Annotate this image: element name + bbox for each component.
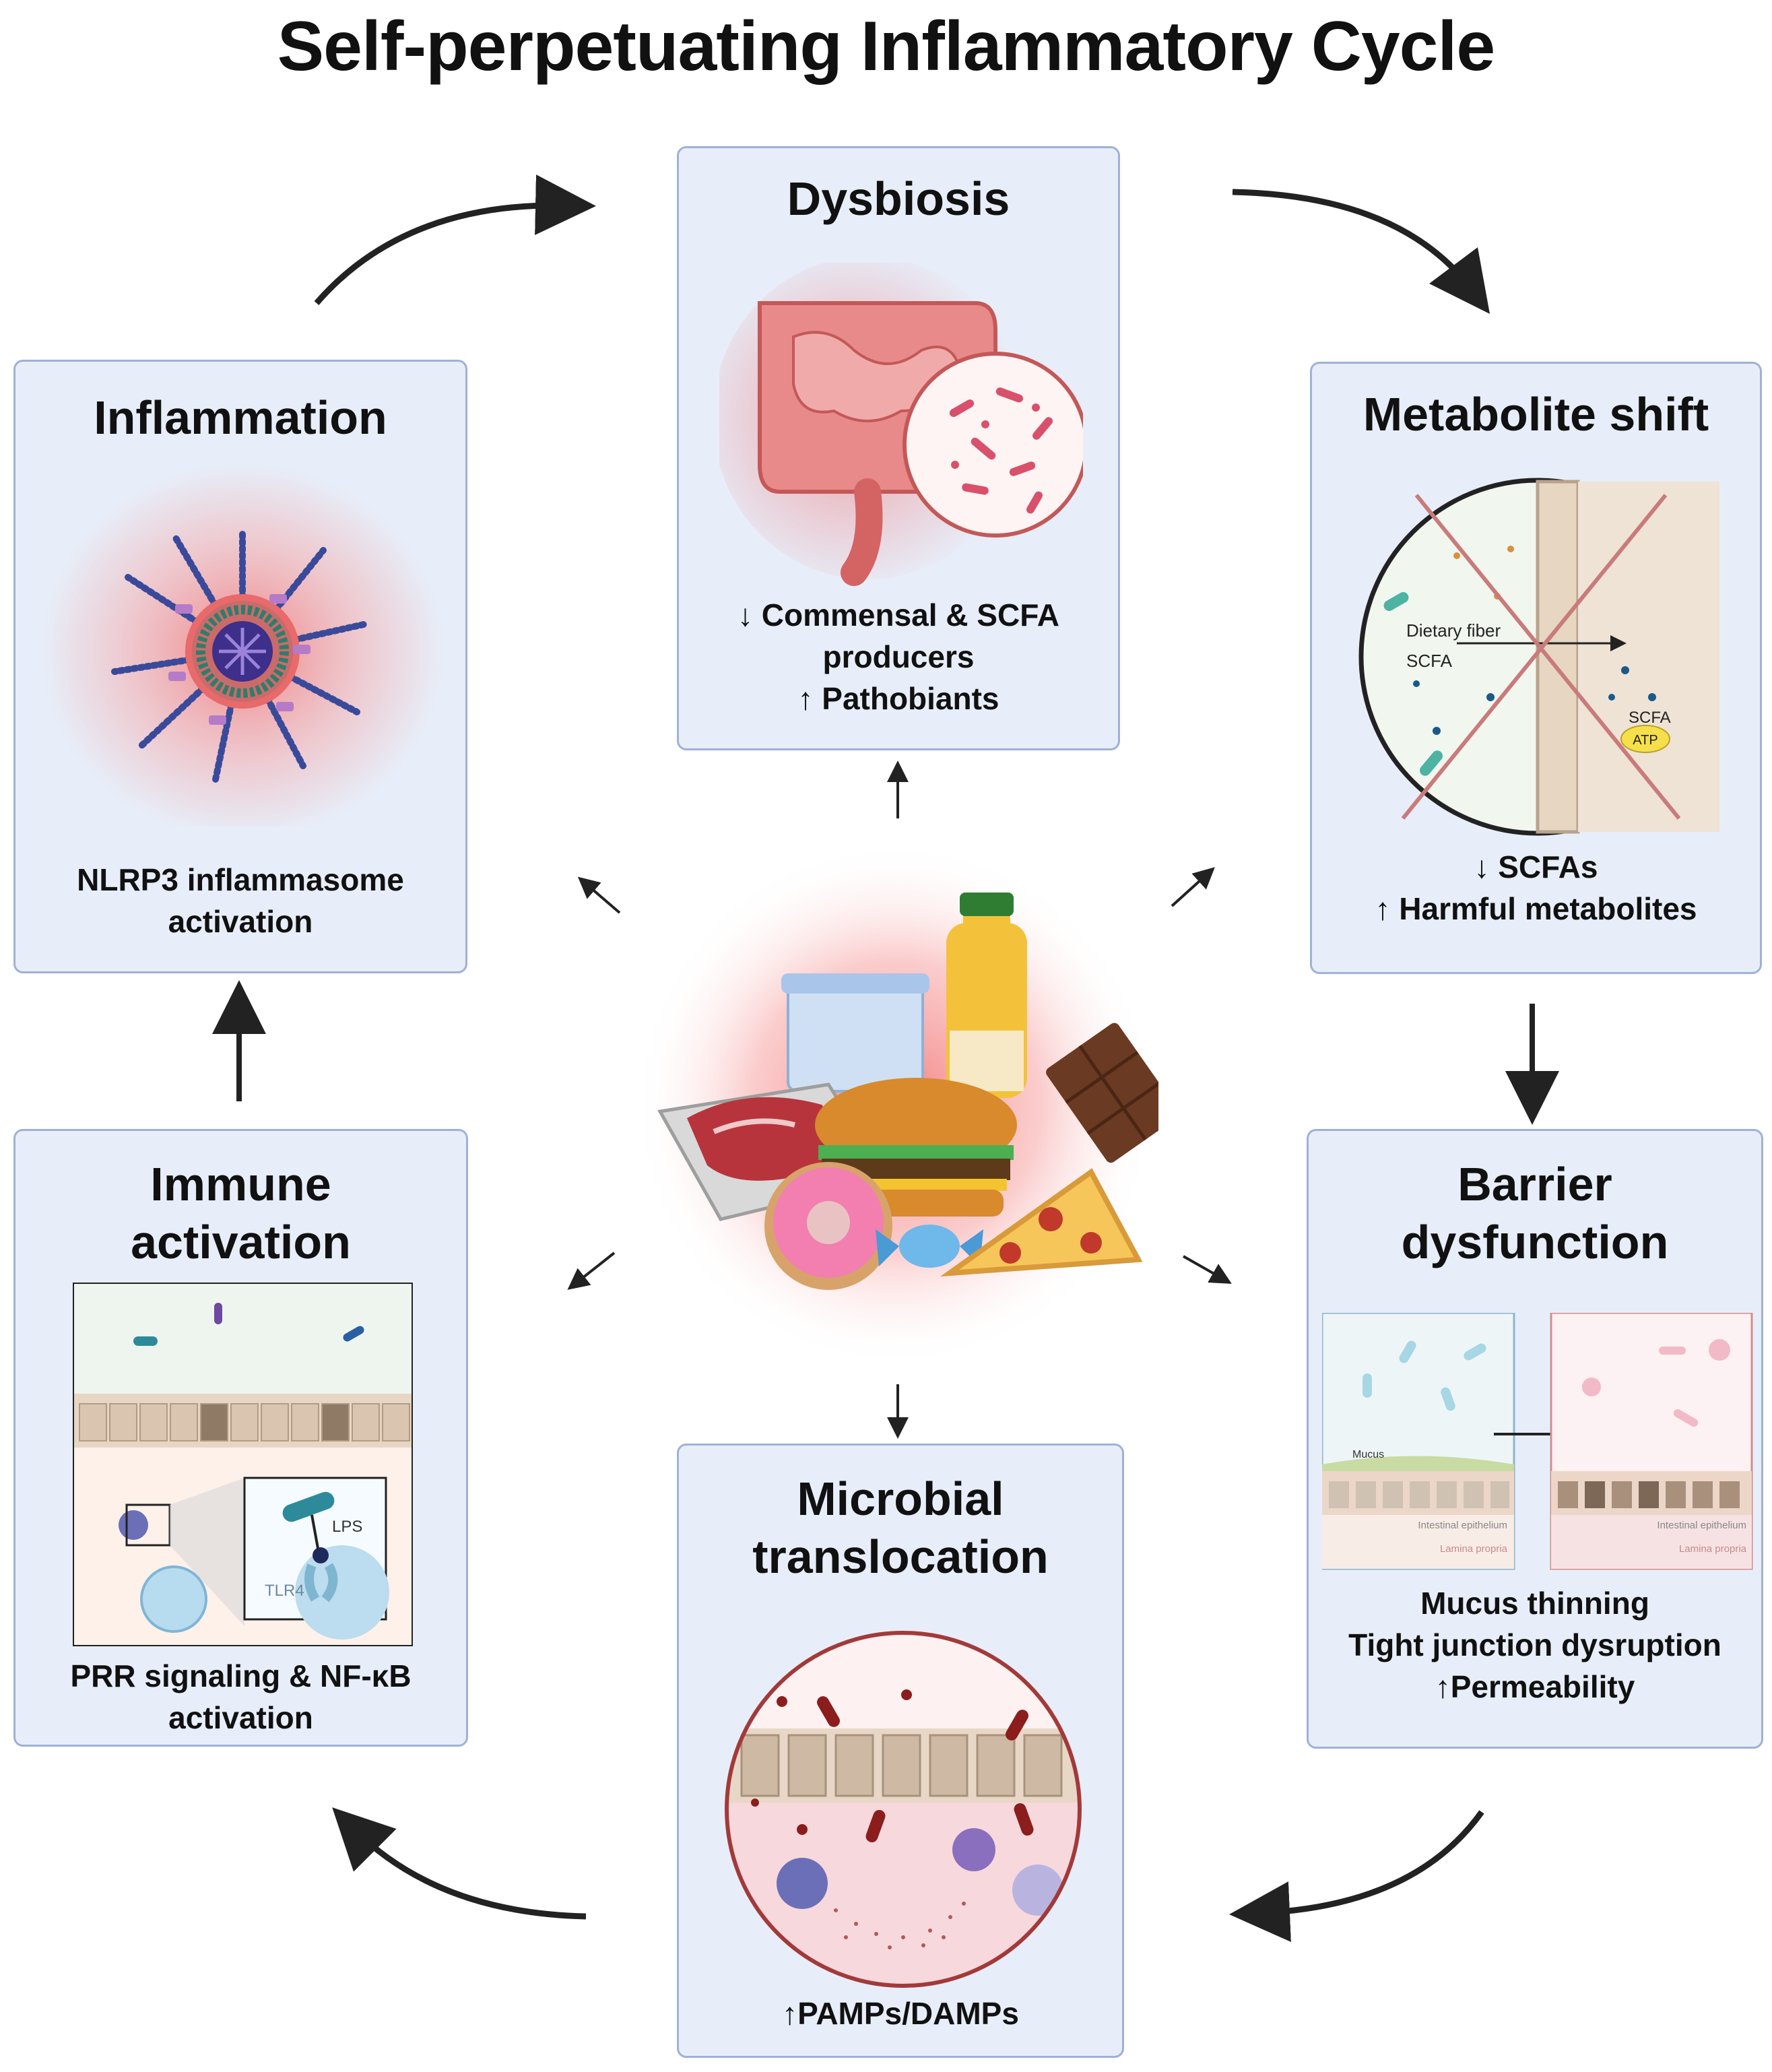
scfa-absorption-illustration: Dietary fiber SCFA SCFA ATP — [1358, 478, 1719, 836]
tlr4-label: TLR4 — [265, 1582, 304, 1600]
barrier-title: Barrier dysfunction — [1401, 1158, 1669, 1268]
arrow-barrier-to-translocation — [1229, 1810, 1484, 1942]
barrier-dysfunction-box: Barrier dysfunction Mucus Intestinal epi… — [1307, 1129, 1763, 1749]
processed-food-illustration — [633, 842, 1158, 1367]
tlr4-signaling-illustration: LPS TLR4 — [73, 1283, 413, 1646]
mucus-label: Mucus — [1352, 1449, 1384, 1460]
lamina-label-left: Lamina propria — [1440, 1543, 1508, 1555]
atp-label: ATP — [1633, 733, 1658, 748]
immune-caption: PRR signaling & NF-κB activation — [70, 1658, 412, 1735]
microbial-translocation-box: Microbial translocation ↑PAMPs/DAMPs — [677, 1444, 1124, 2058]
translocation-illustration — [725, 1631, 1082, 1988]
translocation-caption: ↑PAMPs/DAMPs — [782, 1996, 1019, 2031]
lps-label: LPS — [332, 1518, 362, 1536]
inflammation-caption: NLRP3 inflammasome activation — [77, 862, 404, 939]
intestine-bacteria-illustration — [719, 263, 1083, 586]
metabolite-title: Metabolite shift — [1363, 388, 1709, 441]
translocation-title: Microbial translocation — [752, 1472, 1049, 1583]
arrow-dysbiosis-to-metabolite — [1232, 189, 1490, 314]
epithelium-label-right: Intestinal epithelium — [1657, 1520, 1746, 1531]
inflammation-title: Inflammation — [94, 391, 387, 444]
epithelium-label-left: Intestinal epithelium — [1418, 1520, 1507, 1531]
mucus-thinning-illustration: Mucus Intestinal epithelium Lamina propr… — [1322, 1313, 1753, 1570]
dysbiosis-caption: ↓ Commensal & SCFA producers ↑ Pathobian… — [737, 597, 1059, 716]
nlrp3-inflammasome-illustration — [40, 463, 445, 827]
arrow-inflammation-to-dysbiosis — [314, 174, 596, 305]
inflammation-box: Inflammation — [13, 360, 467, 973]
dysbiosis-box: Dysbiosis ↓ Commensal & SCFA producers ↑… — [677, 146, 1120, 750]
page-title: Self-perpetuating Inflammatory Cycle — [277, 7, 1496, 86]
dysbiosis-title: Dysbiosis — [787, 172, 1010, 225]
lamina-label-right: Lamina propria — [1679, 1543, 1747, 1555]
scfa-label-left: SCFA — [1406, 651, 1453, 671]
immune-activation-box: Immune activation LPS TLR4 PRR signaling… — [13, 1129, 468, 1747]
metabolite-shift-box: Metabolite shift Dietary fiber SCFA SCFA… — [1310, 362, 1762, 974]
scfa-label-right: SCFA — [1629, 709, 1671, 727]
immune-title: Immune activation — [131, 1158, 351, 1268]
dietary-fiber-label: Dietary fiber — [1406, 620, 1501, 641]
arrow-translocation-to-immune — [332, 1807, 587, 1920]
barrier-caption: Mucus thinning Tight junction dysruption… — [1348, 1586, 1721, 1704]
metabolite-caption: ↓ SCFAs ↑ Harmful metabolites — [1375, 849, 1697, 926]
